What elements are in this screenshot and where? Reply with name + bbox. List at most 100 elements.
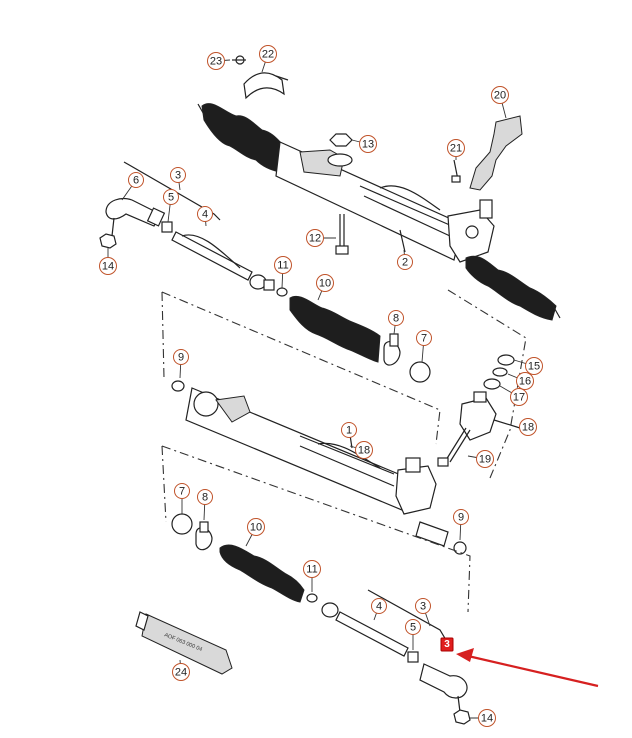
callout-21[interactable]: 21 (447, 139, 465, 157)
bracket-part-20 (469, 115, 523, 191)
callout-label: 11 (277, 260, 288, 272)
callout-4[interactable]: 4 (371, 598, 387, 614)
callout-label: 18 (522, 422, 534, 434)
callout-circle (405, 619, 421, 635)
callout-label: 6 (133, 175, 139, 187)
callout-14[interactable]: 14 (478, 709, 496, 727)
callout-label: 24 (175, 667, 187, 679)
callout-label: 5 (410, 622, 416, 634)
callout-label: 3 (175, 170, 181, 182)
dashed-bracket-middle (161, 291, 441, 445)
highlighted-callout-label: 3 (444, 639, 450, 650)
callout-23[interactable]: 23 (207, 52, 225, 70)
callout-circle (447, 139, 465, 157)
callout-circle (516, 372, 534, 390)
callout-circle (478, 709, 496, 727)
callout-circle (173, 349, 189, 365)
callout-14[interactable]: 14 (99, 257, 117, 275)
callout-label: 10 (250, 522, 262, 534)
washer-part-9-lower (453, 541, 467, 555)
bolt-part-21 (451, 159, 461, 183)
callout-16[interactable]: 16 (516, 372, 534, 390)
callout-17[interactable]: 17 (510, 388, 528, 406)
callout-circle (371, 598, 387, 614)
callout-label: 7 (421, 333, 427, 345)
callout-label: 9 (178, 352, 184, 364)
callout-label: 17 (513, 392, 525, 404)
callout-8[interactable]: 8 (388, 310, 404, 326)
callout-circle (303, 560, 321, 578)
callout-circle (397, 254, 413, 270)
callout-circle (174, 483, 190, 499)
callout-circle (355, 441, 373, 459)
steering-rack-assembly (197, 103, 561, 321)
callout-7[interactable]: 7 (174, 483, 190, 499)
callout-10[interactable]: 10 (316, 274, 334, 292)
tie-rod-group-upper (99, 161, 431, 383)
callout-1[interactable]: 1 (341, 422, 357, 438)
callout-circle (197, 489, 213, 505)
callout-4[interactable]: 4 (197, 206, 213, 222)
callout-label: 23 (210, 56, 222, 68)
callout-label: 15 (528, 361, 540, 373)
callout-12[interactable]: 12 (306, 229, 324, 247)
callout-label: 11 (306, 564, 317, 576)
callout-label: 12 (309, 233, 321, 245)
rack-housing (185, 387, 449, 547)
callout-circle (172, 663, 190, 681)
callout-label: 14 (102, 261, 114, 273)
callout-circle (491, 86, 509, 104)
callout-circle (197, 206, 213, 222)
callout-22[interactable]: 22 (259, 45, 277, 63)
callout-20[interactable]: 20 (491, 86, 509, 104)
callout-label: 19 (479, 454, 491, 466)
callout-3[interactable]: 3 (170, 167, 186, 183)
callout-5[interactable]: 5 (405, 619, 421, 635)
callout-9[interactable]: 9 (173, 349, 189, 365)
callout-label: 21 (450, 143, 462, 155)
nut-part-13 (329, 133, 353, 147)
callout-9[interactable]: 9 (453, 509, 469, 525)
callout-2[interactable]: 2 (397, 254, 413, 270)
highlighted-callout-3[interactable]: 3 (440, 637, 454, 652)
callout-label: 7 (179, 486, 185, 498)
callout-label: 10 (319, 278, 331, 290)
callout-label: 8 (202, 492, 208, 504)
seal-rings-15-17 (483, 354, 515, 390)
callout-label: 3 (420, 601, 426, 613)
callout-circle (247, 518, 265, 536)
callout-19[interactable]: 19 (476, 450, 494, 468)
callout-label: 18 (358, 445, 370, 457)
dashed-bracket-lower (161, 445, 471, 613)
callout-circle (416, 330, 432, 346)
callout-circle (510, 388, 528, 406)
callout-18[interactable]: 18 (519, 418, 537, 436)
washer-part-9-upper (171, 380, 185, 392)
callout-18[interactable]: 18 (355, 441, 373, 459)
callout-label: 20 (494, 90, 506, 102)
callout-15[interactable]: 15 (525, 357, 543, 375)
callout-13[interactable]: 13 (359, 135, 377, 153)
callout-circle (519, 418, 537, 436)
callout-circle (359, 135, 377, 153)
tie-rod-group-lower (171, 513, 471, 725)
callout-10[interactable]: 10 (247, 518, 265, 536)
callout-11[interactable]: 11 (303, 560, 321, 578)
callout-5[interactable]: 5 (163, 189, 179, 205)
callout-label: 8 (393, 313, 399, 325)
callout-6[interactable]: 6 (128, 172, 144, 188)
pointer-arrow (456, 648, 599, 688)
callout-circle (453, 509, 469, 525)
callout-label: 9 (458, 512, 464, 524)
callout-circle (128, 172, 144, 188)
callout-7[interactable]: 7 (416, 330, 432, 346)
callout-circle (207, 52, 225, 70)
callout-3[interactable]: 3 (415, 598, 431, 614)
callout-8[interactable]: 8 (197, 489, 213, 505)
callout-24[interactable]: 24 (172, 663, 190, 681)
callout-label: 16 (519, 376, 531, 388)
callout-label: 5 (168, 192, 174, 204)
callout-11[interactable]: 11 (274, 256, 292, 274)
